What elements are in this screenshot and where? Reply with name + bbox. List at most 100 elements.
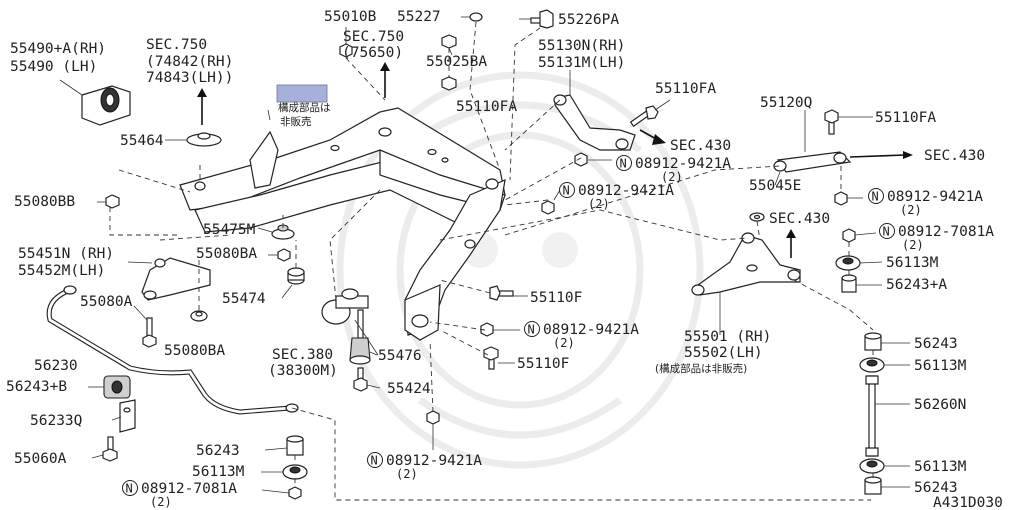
nut-55080bb[interactable] (105, 194, 120, 209)
label-08912-7081a-bl: 08912-7081A (141, 481, 237, 497)
nut-08912-9421a-4[interactable] (426, 410, 440, 425)
label-08912-9421a-2: 08912-9421A (578, 183, 674, 199)
bushing-56243-r2[interactable] (864, 476, 882, 495)
bolt-55110fa-upper[interactable] (629, 105, 659, 128)
label-56113m-r3: 56113M (914, 459, 967, 475)
sec430-mid-arrow (786, 229, 796, 258)
label-sec750-top-num: (75650) (342, 45, 403, 61)
bushing-56243-r1[interactable] (864, 332, 882, 351)
label-08912-9421a-4-qty: (2) (396, 467, 418, 481)
highlight-marker (276, 84, 328, 103)
nut-symbol-bl: N (126, 482, 133, 496)
label-55226pa: 55226PA (558, 12, 619, 28)
stopper-55464[interactable] (186, 132, 222, 147)
label-08912-9421a-1-group: N 08912-9421A (2) (616, 155, 731, 184)
label-sec380: SEC.380 (272, 347, 333, 363)
rear-suspension-member[interactable] (179, 84, 506, 341)
label-sec430-mid: SEC.430 (769, 211, 830, 227)
label-not-sold-arm: (構成部品は非販売) (655, 362, 747, 375)
label-55080ba-b: 55080BA (164, 343, 225, 359)
label-55227: 55227 (397, 9, 441, 25)
label-55110fa-right: 55110FA (875, 110, 936, 126)
label-55474: 55474 (222, 291, 266, 307)
nut-55080ba-b[interactable] (190, 310, 208, 322)
label-56243-r2: 56243 (914, 480, 958, 496)
label-56243-bl: 56243 (196, 443, 240, 459)
seat-56113m-r2[interactable] (859, 357, 885, 373)
bolt-55110fa-center[interactable] (441, 76, 457, 91)
label-56243a: 56243+A (886, 277, 947, 293)
bolt-55080a[interactable] (142, 317, 157, 348)
label-56243-r1: 56243 (914, 336, 958, 352)
label-sec380-num: (38300M) (268, 363, 338, 379)
label-55490a: 55490+A(RH) (10, 41, 106, 57)
nut-08912-7081a-r[interactable] (842, 228, 856, 243)
label-08912-9421a-5: 08912-9421A (887, 189, 983, 205)
nut-symbol-1: N (620, 157, 627, 171)
nut-08912-9421a-3[interactable] (480, 322, 494, 337)
label-08912-9421a-3: 08912-9421A (543, 322, 639, 338)
label-55130n: 55130N(RH) (538, 38, 625, 54)
label-sec750-top: SEC.750 (343, 29, 404, 45)
label-08912-9421a-2-group: N 08912-9421A (2) (559, 182, 674, 211)
label-56260n: 56260N (914, 397, 966, 413)
label-08912-9421a-1-qty: (2) (661, 170, 683, 184)
label-55120q: 55120Q (760, 95, 812, 111)
label-sec430-upper: SEC.430 (670, 138, 731, 154)
bolt-55060a[interactable] (102, 436, 118, 462)
label-08912-9421a-4: 08912-9421A (386, 453, 482, 469)
lateral-link-55120q[interactable] (773, 151, 852, 173)
label-56233q: 56233Q (30, 413, 82, 429)
bolt-55110f-b[interactable] (483, 346, 499, 370)
label-sec430-right: SEC.430 (924, 148, 985, 164)
washer-55045e[interactable] (749, 212, 765, 222)
nut-08912-7081a-bl[interactable] (288, 486, 302, 500)
label-55110fa-center: 55110FA (456, 99, 517, 115)
diagram-id: A431D030 (933, 495, 1003, 510)
label-55080a: 55080A (80, 294, 133, 310)
bolt-55226pa[interactable] (530, 9, 554, 29)
washer-55475m[interactable] (271, 224, 295, 240)
label-55060a: 55060A (14, 451, 67, 467)
label-08912-7081a-r: 08912-7081A (898, 224, 994, 240)
plate-55227[interactable] (469, 12, 483, 22)
label-55452m: 55452M(LH) (18, 263, 105, 279)
bolt-55424[interactable] (353, 367, 368, 392)
bushing-56243-bl[interactable] (286, 435, 304, 456)
ball-joint-55476[interactable] (349, 309, 371, 365)
nut-symbol-3: N (528, 323, 535, 337)
lower-arm-55501[interactable] (691, 232, 801, 296)
bolt-55110fa-right[interactable] (824, 109, 839, 135)
bolt-55110f-a[interactable] (489, 285, 514, 301)
collar-55474[interactable] (287, 267, 305, 285)
nut-08912-9421a-5[interactable] (834, 191, 848, 206)
label-56243b: 56243+B (6, 379, 67, 395)
connecting-rod-56260n[interactable] (865, 375, 879, 457)
seat-56113m-r3[interactable] (859, 458, 885, 474)
lower-link-55451n[interactable] (141, 257, 211, 301)
label-55110fa-upper: 55110FA (655, 81, 716, 97)
label-08912-9421a-1: 08912-9421A (635, 156, 731, 172)
stabilizer-bar-56230[interactable] (46, 285, 299, 415)
label-08912-7081a-r-group: N 08912-7081A (2) (879, 223, 994, 252)
nut-08912-9421a-1[interactable] (574, 152, 588, 167)
seat-56113m-r1[interactable] (835, 255, 861, 271)
label-not-sold-top-2: 非販売 (280, 115, 312, 128)
nut-55025ba[interactable] (441, 34, 457, 49)
rubber-mount-55490[interactable] (81, 85, 131, 126)
label-08912-9421a-3-qty: (2) (553, 336, 575, 350)
label-08912-9421a-3-group: N 08912-9421A (2) (524, 321, 639, 350)
label-56230: 56230 (34, 358, 78, 374)
nut-08912-9421a-2[interactable] (541, 200, 555, 215)
shock-absorber-link[interactable] (321, 288, 369, 325)
bushing-56243a[interactable] (841, 274, 857, 293)
label-55080ba-a: 55080BA (196, 246, 257, 262)
label-55131m: 55131M(LH) (538, 55, 625, 71)
clamp-56233q[interactable] (119, 399, 136, 433)
bushing-56243b[interactable] (103, 375, 131, 399)
nut-55080ba-a[interactable] (277, 248, 291, 262)
label-08912-9421a-2-qty: (2) (588, 197, 610, 211)
seat-56113m-bl[interactable] (282, 464, 308, 480)
